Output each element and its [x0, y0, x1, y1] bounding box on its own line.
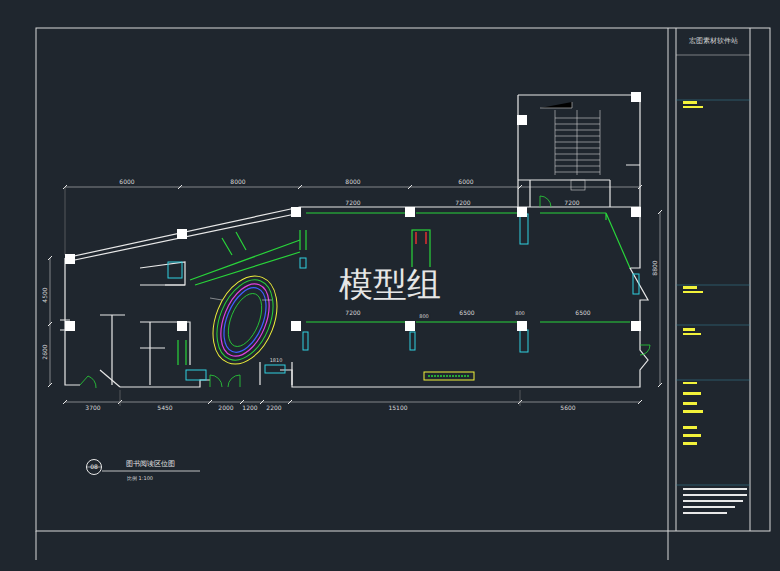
dimension-text: 7200 [344, 310, 361, 316]
dimension-text: 800 [418, 314, 430, 319]
dimension-text: 5600 [559, 405, 576, 411]
dimension-text: 7200 [454, 200, 471, 206]
dimension-text: 5450 [156, 405, 173, 411]
dimension-text: 8800 [652, 259, 658, 276]
dimension-text: 6500 [574, 310, 591, 316]
dimension-text: 1200 [241, 405, 258, 411]
dimension-text: 4500 [42, 286, 48, 303]
dimension-text: 800 [514, 311, 526, 316]
dimension-text: 3700 [84, 405, 101, 411]
dimension-text: 6000 [457, 179, 474, 185]
dimension-text: 7200 [344, 200, 361, 206]
dimension-text: 8000 [344, 179, 361, 185]
dimension-text: 2200 [265, 405, 282, 411]
dimension-text: 15100 [387, 405, 408, 411]
drawing-number-circle: 08 [86, 459, 102, 475]
dimension-text: 6500 [458, 310, 475, 316]
watermark: 模型组 [338, 267, 442, 301]
title-text: 比例 1:100 [126, 476, 154, 481]
dimension-text: 8000 [229, 179, 246, 185]
dimension-text: 2600 [42, 343, 48, 360]
title-text: 宏图素材软件站 [688, 38, 739, 45]
dimension-text: 2000 [217, 405, 234, 411]
dimension-text: 7200 [563, 200, 580, 206]
title-text: 图书阅读区位图 [125, 461, 176, 468]
dimension-text: 1810 [269, 358, 284, 363]
drawing-number: 08 [90, 464, 98, 470]
dimension-text: 6000 [118, 179, 135, 185]
